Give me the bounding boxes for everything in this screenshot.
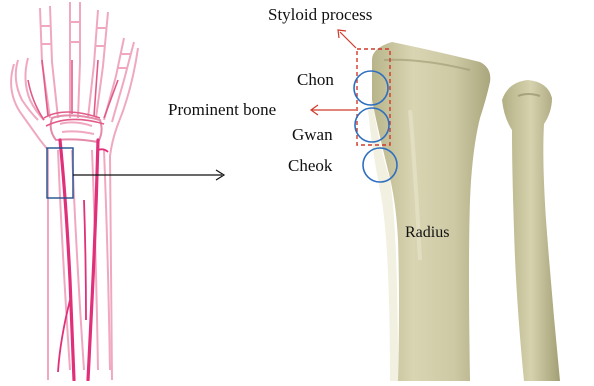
arm-illustration xyxy=(11,2,224,380)
styloid-process-label: Styloid process xyxy=(268,6,372,23)
ring-finger-bone xyxy=(88,10,98,118)
chon-label: Chon xyxy=(297,71,334,88)
bone-photo xyxy=(368,42,560,381)
index-finger-bone xyxy=(40,8,50,118)
prominent-bone-label: Prominent bone xyxy=(168,101,276,118)
ulna-bone xyxy=(502,80,560,381)
gwan-label: Gwan xyxy=(292,126,333,143)
cheok-label: Cheok xyxy=(288,157,332,174)
radius-label: Radius xyxy=(405,225,449,241)
radial-artery xyxy=(60,140,74,380)
